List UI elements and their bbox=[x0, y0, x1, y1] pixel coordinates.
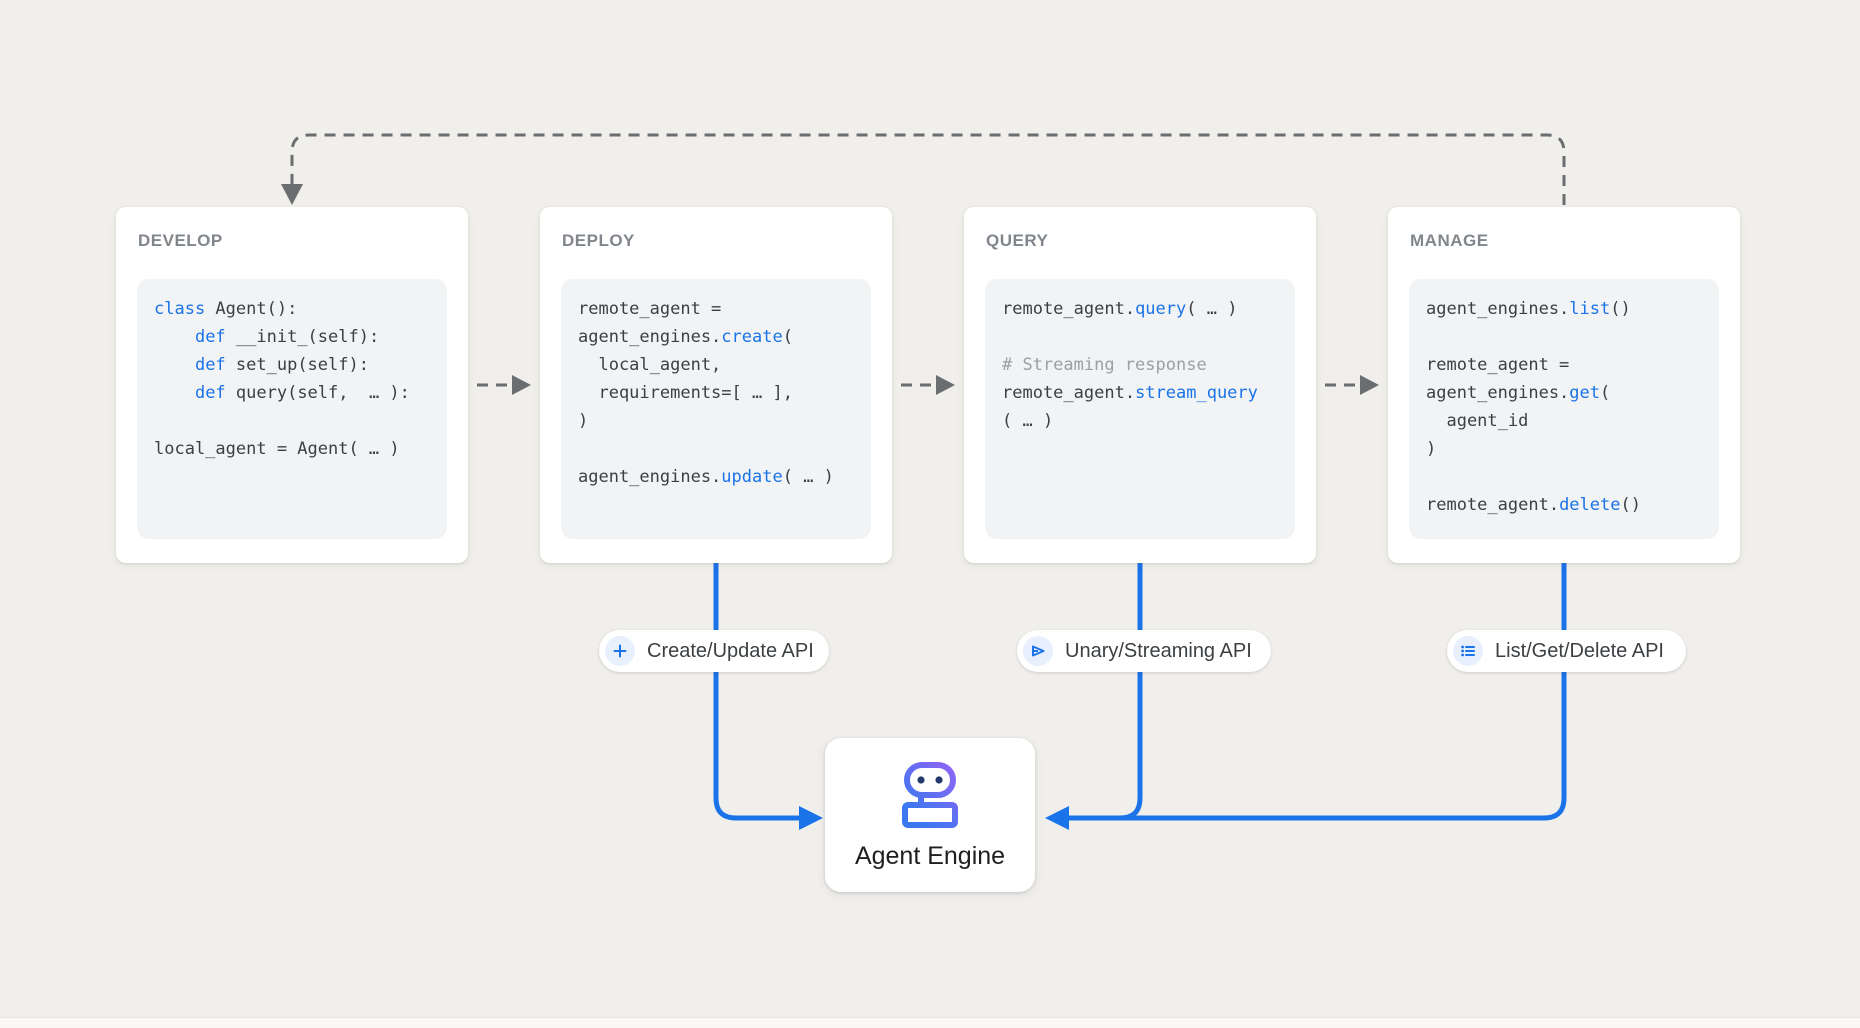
send-icon bbox=[1023, 636, 1053, 666]
api-pill-unary-streaming: Unary/Streaming API bbox=[1017, 630, 1271, 672]
card-title: DEPLOY bbox=[562, 231, 635, 250]
right-arrowhead-icon bbox=[1360, 375, 1379, 395]
card-develop: DEVELOP class Agent(): def __init_(self)… bbox=[116, 207, 468, 563]
code-block: agent_engines.list()remote_agent =agent_… bbox=[1409, 279, 1719, 539]
api-pill-label: Unary/Streaming API bbox=[1065, 639, 1252, 662]
query-to-engine-line bbox=[1070, 563, 1143, 821]
api-pill-list-get-delete: List/Get/Delete API bbox=[1447, 630, 1686, 672]
right-arrowhead-icon bbox=[936, 375, 955, 395]
card-manage: MANAGE agent_engines.list()remote_agent … bbox=[1388, 207, 1740, 563]
down-arrowhead-icon bbox=[281, 184, 303, 205]
code-snippet: agent_engines.list()remote_agent =agent_… bbox=[1426, 299, 1641, 515]
query-to-manage-arrow bbox=[1325, 375, 1379, 395]
robot-icon bbox=[894, 759, 966, 836]
agent-engine-label: Agent Engine bbox=[854, 842, 1006, 870]
right-arrowhead-icon bbox=[512, 375, 531, 395]
card-title: DEVELOP bbox=[138, 231, 223, 250]
manage-to-engine-line bbox=[1045, 563, 1567, 830]
code-snippet: class Agent(): def __init_(self): def se… bbox=[154, 299, 410, 459]
card-title: QUERY bbox=[986, 231, 1049, 250]
api-pill-create-update: Create/Update API bbox=[599, 630, 829, 672]
deploy-to-engine-line bbox=[713, 563, 823, 830]
feedback-dashed-connector bbox=[281, 133, 1566, 205]
code-block: remote_agent.query( … )# Streaming respo… bbox=[985, 279, 1295, 539]
card-query: QUERY remote_agent.query( … )# Streaming… bbox=[964, 207, 1316, 563]
canvas-bottom-edge bbox=[0, 1017, 1860, 1028]
deploy-to-query-arrow bbox=[901, 375, 955, 395]
plus-icon bbox=[605, 636, 635, 666]
right-arrowhead-icon bbox=[799, 806, 823, 830]
card-title: MANAGE bbox=[1410, 231, 1489, 250]
code-block: class Agent(): def __init_(self): def se… bbox=[137, 279, 447, 539]
left-arrowhead-icon bbox=[1045, 806, 1069, 830]
api-pill-label: List/Get/Delete API bbox=[1495, 639, 1664, 662]
code-snippet: remote_agent =agent_engines.create( loca… bbox=[578, 299, 834, 487]
code-snippet: remote_agent.query( … )# Streaming respo… bbox=[1002, 299, 1258, 431]
api-pill-label: Create/Update API bbox=[647, 639, 814, 662]
list-icon bbox=[1453, 636, 1483, 666]
develop-to-deploy-arrow bbox=[477, 375, 531, 395]
agent-engine-card: Agent Engine bbox=[825, 738, 1035, 892]
card-deploy: DEPLOY remote_agent =agent_engines.creat… bbox=[540, 207, 892, 563]
code-block: remote_agent =agent_engines.create( loca… bbox=[561, 279, 871, 539]
